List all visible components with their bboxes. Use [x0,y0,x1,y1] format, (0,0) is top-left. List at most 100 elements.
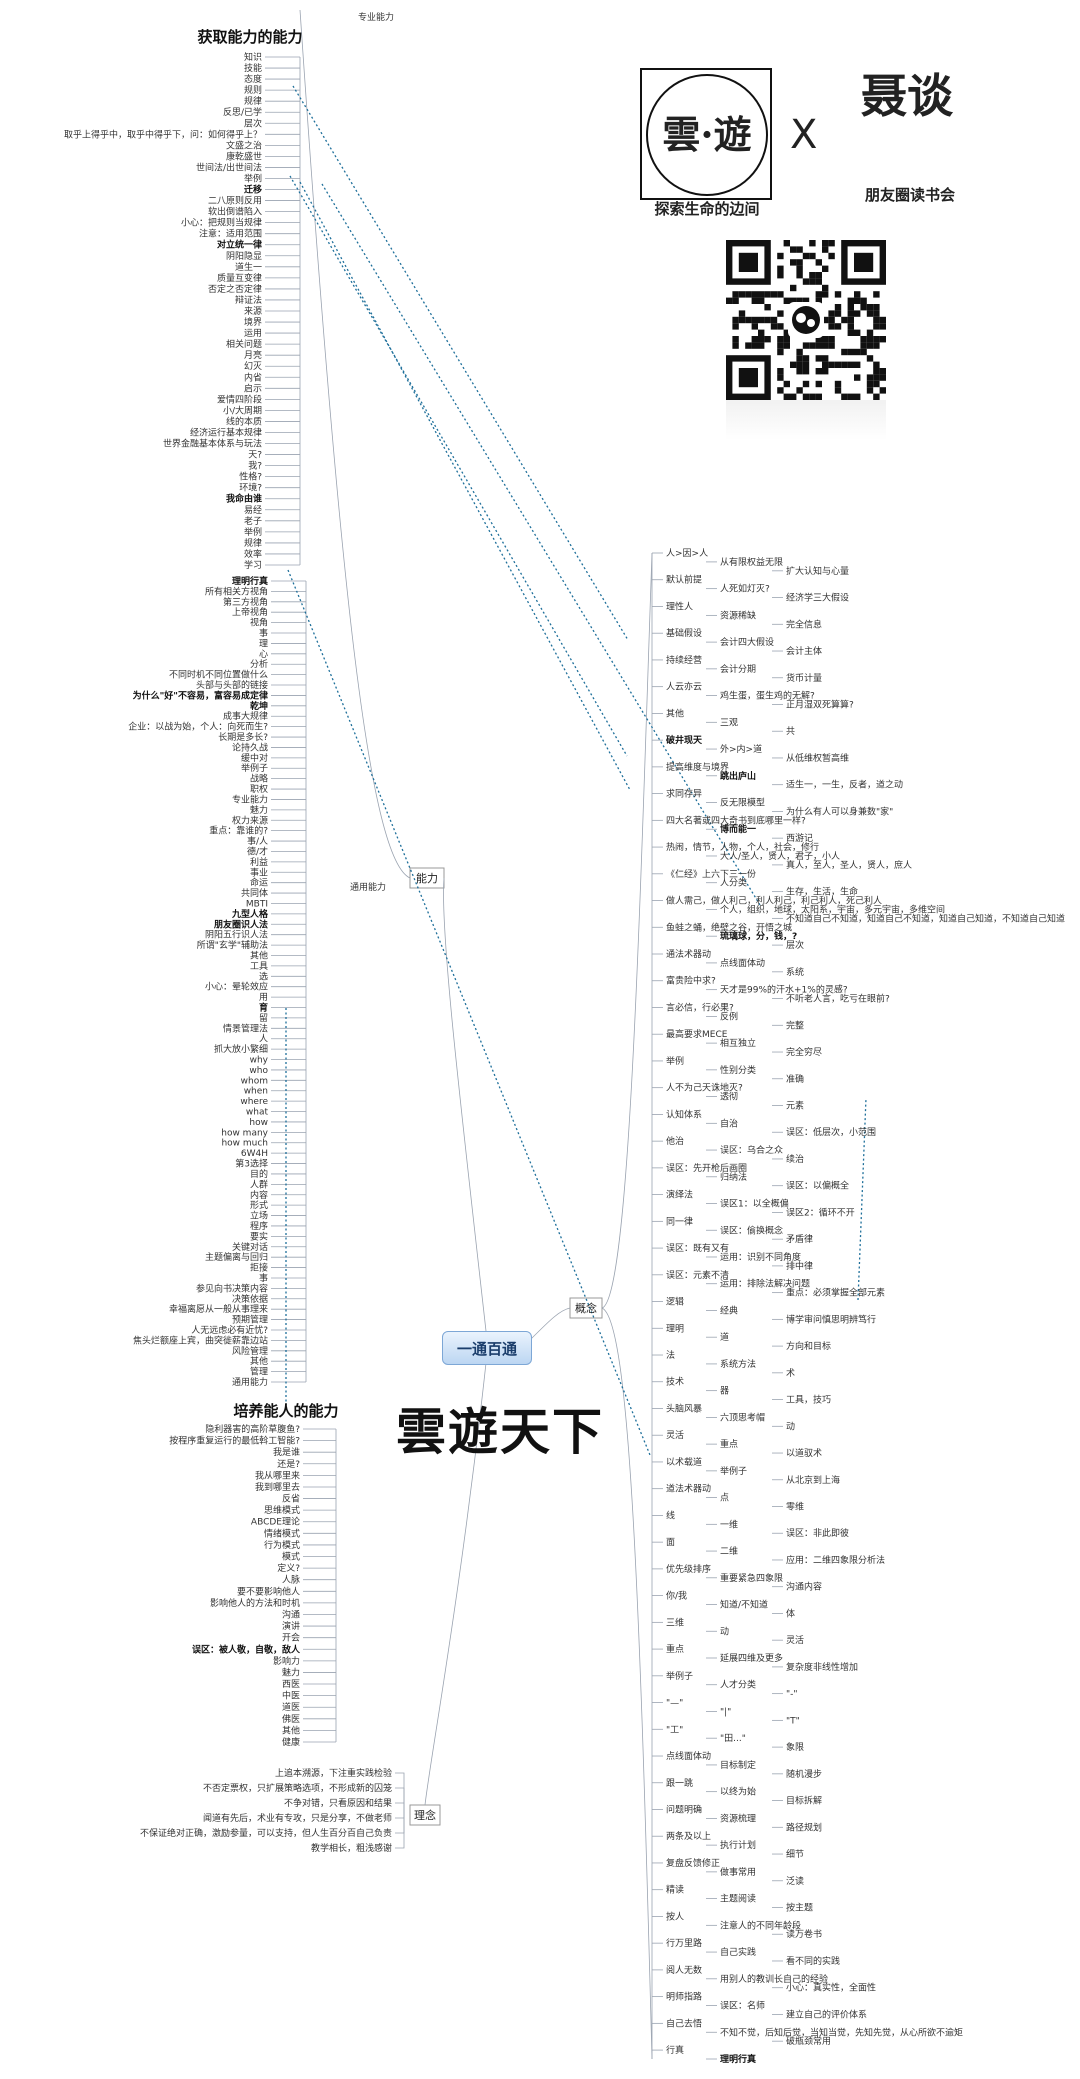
map-node[interactable]: 辩证法 [235,294,262,306]
map-node[interactable]: 人 [259,1034,268,1045]
map-node[interactable]: 他治 [666,1135,684,1147]
map-node[interactable]: 道生一 [235,261,262,273]
map-node[interactable]: 事 [259,627,268,639]
map-node[interactable]: 第三方视角 [223,596,268,608]
map-node[interactable]: 运用 [244,328,262,339]
map-node[interactable]: 否定之否定律 [208,283,262,295]
map-node[interactable]: 行为模式 [264,1539,300,1551]
map-node[interactable]: 点线面体动 [720,957,765,969]
map-node[interactable]: 按主题 [786,1902,813,1914]
map-node[interactable]: 情绪模式 [264,1527,300,1539]
map-node[interactable]: 破瓶颈常用 [786,2035,831,2047]
map-node[interactable]: 事 [259,1272,268,1284]
branch-philosophy[interactable]: 理念 [414,1808,436,1822]
map-node[interactable]: 性别分类 [720,1064,756,1076]
map-node[interactable]: 人>因>人 [666,548,708,559]
map-node[interactable]: 经典 [720,1304,738,1316]
map-node[interactable]: 反省 [282,1493,300,1505]
map-node[interactable]: 影响力 [273,1655,300,1667]
map-node[interactable]: 要实 [250,1230,268,1242]
map-node[interactable]: 三维 [666,1616,684,1628]
map-node[interactable]: 专业能力 [358,11,394,23]
map-node[interactable]: 魅力 [282,1666,300,1678]
map-node[interactable]: what [246,1108,269,1118]
map-node[interactable]: 执行计划 [720,1839,756,1851]
map-node[interactable]: 按程序重复运行的最低斡工智能? [169,1435,300,1447]
map-node[interactable]: how [249,1118,268,1128]
map-node[interactable]: 易经 [244,504,262,516]
map-node[interactable]: 明师指路 [666,1991,702,2003]
map-node[interactable]: 六顶思考帽 [720,1411,765,1423]
map-node[interactable]: 人死如灯灭? [720,583,770,595]
map-node[interactable]: 知道/不知道 [720,1599,768,1611]
map-node[interactable]: 理明行真 [232,575,268,587]
map-node[interactable]: 质量互变律 [217,272,262,284]
map-node[interactable]: 我到哪里去 [255,1481,300,1493]
map-node[interactable]: 影响他人的方法和时机 [210,1597,300,1609]
map-node[interactable]: 续治 [786,1153,804,1165]
map-node[interactable]: 系统方法 [720,1358,756,1370]
map-node[interactable]: 以术载道 [666,1456,702,1468]
map-node[interactable]: 误区：先开枪后画圈 [666,1162,747,1174]
map-node[interactable]: 培养能人的能力 [233,1402,338,1420]
map-node[interactable]: 破井现天 [666,734,703,746]
map-node[interactable]: 小/大周期 [223,404,262,416]
map-node[interactable]: 长期是多长? [218,731,268,743]
map-node[interactable]: 生存，生活，生命 [786,886,858,898]
map-node[interactable]: 九型人格 [231,908,269,920]
map-node[interactable]: "工" [666,1725,683,1735]
map-node[interactable]: 重点 [720,1438,738,1450]
map-node[interactable]: 共同体 [241,887,268,899]
map-node[interactable]: 乾坤 [250,700,268,712]
map-node[interactable]: 目的 [250,1168,268,1180]
map-node[interactable]: 态度 [244,73,262,85]
map-node[interactable]: 权力来源 [232,814,268,826]
map-node[interactable]: 隐利器害的高阶草腹鱼? [205,1423,300,1435]
map-node[interactable]: whom [241,1076,268,1086]
map-node[interactable]: 相关问题 [226,338,262,350]
map-node[interactable]: 佛医 [282,1713,300,1725]
map-node[interactable]: 琉璃球，分，钱，? [720,930,797,942]
map-node[interactable]: 技能 [244,62,262,74]
map-node[interactable]: 会计四大假设 [720,636,774,648]
map-node[interactable]: 系统 [786,966,804,978]
map-node[interactable]: 自治 [720,1117,738,1129]
map-node[interactable]: 误区：以偏概全 [786,1180,849,1192]
map-node[interactable]: 取乎上得乎中，取乎中得乎下，问：如何得乎上？ [64,128,262,140]
map-node[interactable]: 动 [720,1626,729,1637]
map-node[interactable]: 性格? [239,471,262,483]
map-node[interactable]: 四大名著或四大奇书到底哪里一样? [666,814,806,826]
map-node[interactable]: 缓中对 [241,752,268,764]
map-node[interactable]: 演绎法 [666,1189,693,1201]
map-node[interactable]: 问题明确 [666,1803,702,1815]
map-node[interactable]: 博学审问慎思明辨笃行 [786,1313,876,1325]
map-node[interactable]: 不知不觉，后知后觉，当知当觉，先知先觉，从心所欲不逾矩 [720,2026,963,2038]
map-node[interactable]: 知识 [244,51,262,63]
map-node[interactable]: 中医 [282,1690,300,1702]
map-node[interactable]: 模式 [282,1551,300,1563]
map-node[interactable]: 跳出庐山 [720,770,756,782]
map-node[interactable]: 经济运行基本规律 [190,426,262,438]
map-node[interactable]: 专业能力 [232,793,268,805]
map-node[interactable]: 《仁经》上六下三一份 [666,868,756,880]
map-node[interactable]: 博而能一 [720,823,756,835]
map-node[interactable]: 准确 [786,1073,804,1085]
map-node[interactable]: 重点：必须掌握全部元素 [786,1287,885,1299]
map-node[interactable]: 人无远虑必有近忧? [191,1324,268,1336]
map-node[interactable]: 跟一跳 [666,1777,693,1789]
map-node[interactable]: 反思/已学 [223,106,262,118]
map-node[interactable]: 运用：识别不同角度 [720,1251,801,1263]
map-node[interactable]: 小心：晕轮效应 [205,981,268,993]
map-node[interactable]: 抓大放小繁细 [214,1043,268,1055]
map-node[interactable]: 精读 [666,1884,684,1896]
map-node[interactable]: 法 [666,1349,675,1361]
map-node[interactable]: 决策依据 [232,1293,268,1305]
map-node[interactable]: 象限 [786,1741,804,1753]
map-node[interactable]: 命运 [250,877,268,889]
map-node[interactable]: 用别人的教训长自己的经验 [720,1973,828,1985]
map-node[interactable]: 西游记 [786,832,813,844]
map-node[interactable]: 热闹，情节，人物，个人，社会，修行 [666,841,819,853]
map-node[interactable]: 阴阳五行识人法 [205,929,268,941]
map-node[interactable]: 通用能力 [232,1376,268,1388]
map-node[interactable]: 效率 [244,548,262,560]
